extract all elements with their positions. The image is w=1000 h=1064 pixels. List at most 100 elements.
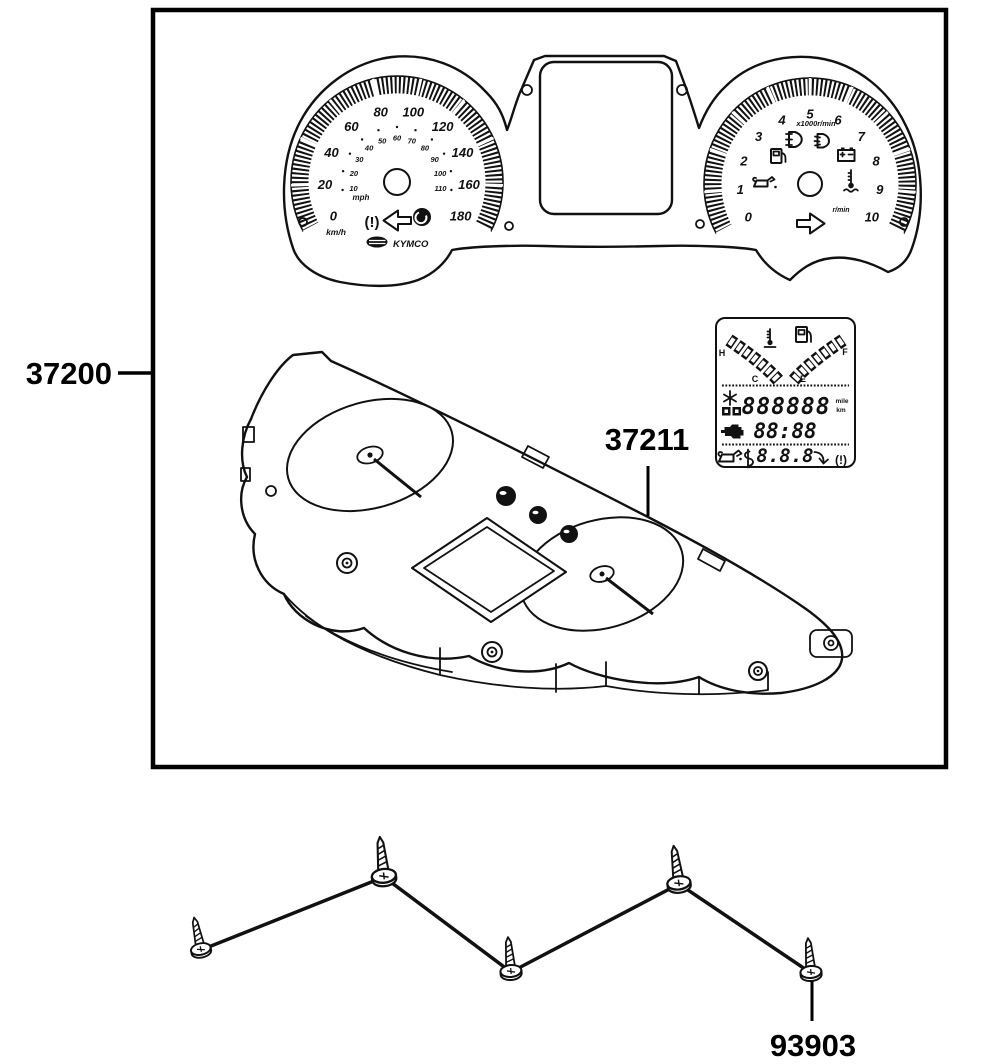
speed-inner-scale-number: 10 [349, 184, 358, 193]
tach-scale-number: 2 [739, 154, 748, 169]
belt-replace-icon [813, 451, 830, 468]
major-tick-gap [885, 223, 905, 235]
tach-scale-number: 7 [858, 129, 866, 144]
tach-scale-number: 3 [755, 129, 763, 144]
needle-shaft-hole [383, 168, 411, 196]
position-lamp-icon [813, 133, 830, 149]
tach-scale-number: 6 [834, 113, 842, 128]
oil-pressure-icon [752, 176, 777, 189]
major-tick-gap [328, 99, 344, 117]
minor-tick-dot [442, 152, 446, 155]
lcd-panel-frame [715, 317, 856, 468]
housing-depth-lines [283, 593, 769, 696]
speed-inner-scale-number: 110 [435, 184, 448, 193]
speed-scale-number: 140 [452, 145, 474, 160]
lcd-window-cutout [538, 60, 674, 216]
major-tick-gap [766, 86, 777, 106]
major-tick-gap [371, 78, 379, 99]
screw-boss [481, 641, 503, 663]
major-tick-gap [890, 147, 911, 157]
needle [373, 457, 422, 499]
mount-hole [676, 84, 688, 96]
speed-scale-number: 180 [450, 209, 472, 224]
mount-tab [521, 445, 550, 469]
tach-scale-number: 1 [737, 182, 744, 197]
speed-inner-scale-number: 20 [349, 169, 359, 178]
major-tick-gap [291, 183, 312, 187]
left-turn-icon [382, 209, 412, 232]
mount-hole [521, 84, 533, 96]
lcd-detail-panel: H C E F 888888 mile km 88:88 [715, 317, 856, 469]
major-tick-gap [299, 136, 320, 148]
major-tick-gap [472, 221, 492, 233]
screw-icon [183, 914, 214, 961]
mount-hole [695, 219, 705, 229]
right-turn-icon [796, 212, 826, 235]
speed-inner-scale-number: 90 [431, 155, 440, 164]
button [529, 506, 547, 524]
mode-box-icons [722, 407, 741, 416]
tach-scale-number: 9 [876, 182, 884, 197]
major-tick-gap [302, 221, 322, 233]
temp-gauge-arc [725, 334, 784, 386]
meter-assembly [240, 350, 853, 696]
battery-icon [837, 147, 856, 162]
speed-scale-number: 20 [317, 177, 333, 192]
part-number-93903: 93903 [770, 1028, 856, 1063]
odometer-unit-mile: mile [835, 398, 848, 405]
brake-warning-icon: (!) [365, 214, 380, 231]
tach-scale-number: 8 [872, 154, 880, 169]
needle [605, 576, 654, 616]
tach-scale-number: 4 [777, 113, 786, 128]
speed-scale-number: 80 [373, 105, 388, 120]
speed-inner-scale-number: 70 [408, 136, 417, 145]
immobilizer-icon [413, 208, 431, 226]
part-number-37211: 37211 [605, 422, 690, 457]
speed-inner-scale-number: 80 [421, 144, 430, 153]
major-tick-gap [872, 111, 889, 127]
needle-hub [589, 565, 615, 583]
part-labels: 37200 37211 93903 [26, 356, 856, 1063]
minor-tick-dot [395, 125, 399, 129]
speed-scale-number: 100 [402, 105, 424, 120]
speed-inner-scale-number: 40 [364, 144, 374, 153]
mount-tab [697, 548, 726, 572]
tach-scale-number: 5 [806, 107, 814, 122]
fuel-empty-label: E [800, 374, 806, 384]
part-number-37200: 37200 [26, 356, 112, 391]
tach-unit-label: r/min [832, 207, 849, 214]
assembly-lcd-window [411, 517, 567, 623]
tach-scale-number: 0 [745, 210, 753, 225]
speed-scale-number: 120 [432, 119, 454, 134]
temp-cold-label: C [752, 374, 759, 384]
major-tick-gap [715, 223, 735, 235]
button [560, 525, 578, 543]
minor-tick-dot [360, 138, 364, 141]
coolant-temp-icon [843, 169, 859, 193]
assembly-speedometer-dial [285, 397, 455, 513]
major-tick-gap [415, 78, 423, 99]
screw-boss [336, 552, 358, 574]
screw-icon [796, 936, 824, 983]
oil-can-icon [717, 449, 743, 463]
side-notch [242, 426, 255, 443]
fuel-pump-icon [795, 326, 812, 343]
side-hole [265, 485, 277, 497]
minor-tick-dot [341, 188, 344, 192]
fuel-icon [770, 148, 787, 164]
minor-tick-dot [449, 170, 453, 173]
brand-text: KYMCO [393, 239, 429, 250]
button [496, 486, 516, 506]
snowflake-icon [723, 390, 737, 406]
screw-icon [496, 935, 524, 982]
tachometer-tick-band [703, 77, 917, 235]
major-tick-gap [895, 189, 916, 194]
speed-inner-scale-number: 30 [355, 155, 364, 164]
thermometer-icon [763, 328, 777, 348]
major-tick-gap [450, 99, 466, 117]
minor-tick-dot [341, 170, 345, 173]
